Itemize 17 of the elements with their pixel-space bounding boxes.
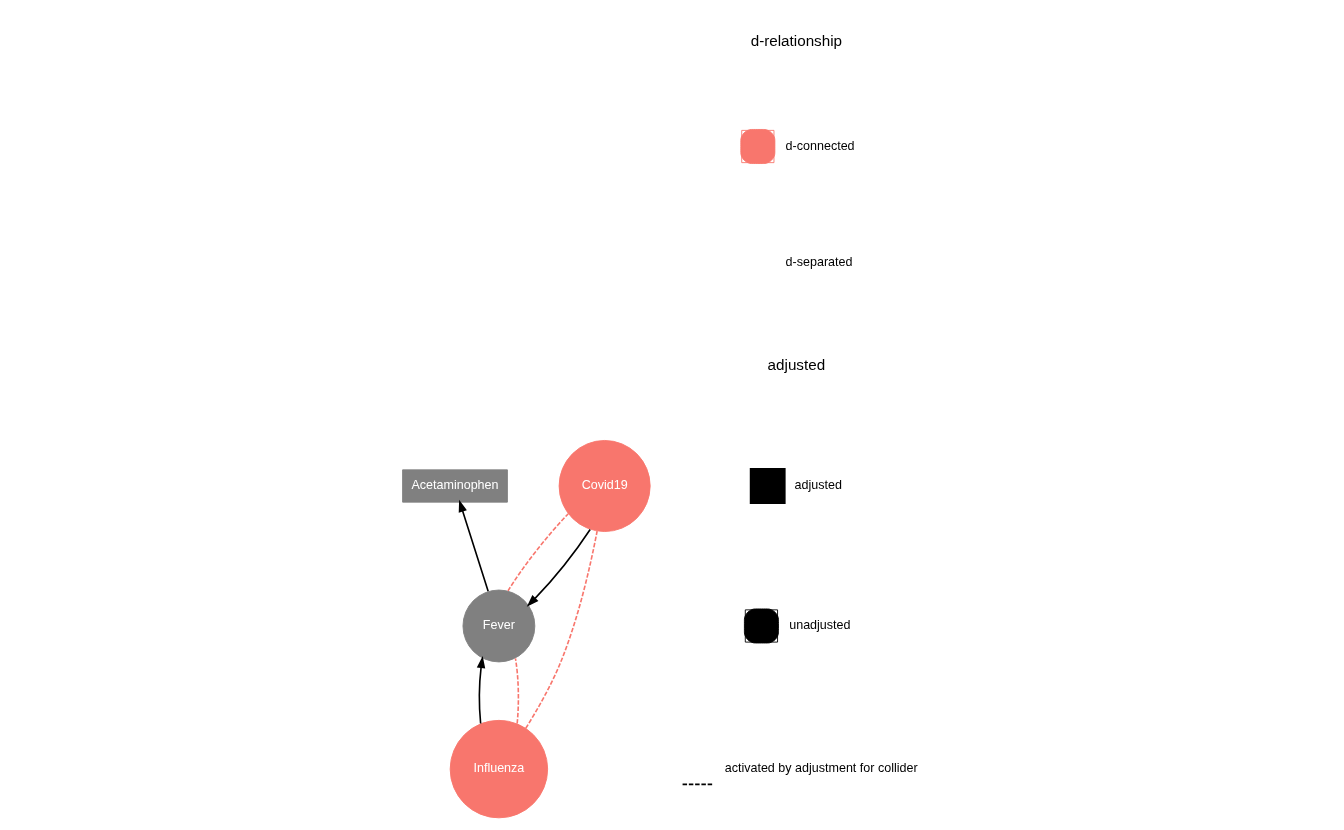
legend-label: d-connected: [785, 138, 855, 153]
arrow: [458, 499, 489, 593]
legend-label: d-separated: [785, 255, 853, 270]
legend-label: unadjusted: [788, 618, 851, 633]
arrow: [526, 528, 591, 607]
label: d-relationship: [750, 32, 842, 50]
legend-label: activated by adjustment for collider: [724, 761, 918, 776]
legend-label: adjusted: [794, 478, 842, 493]
label: adjusted: [767, 355, 825, 373]
node-circle: Covid19: [558, 440, 651, 532]
connector: [524, 530, 598, 730]
node-circle: Influenza: [449, 719, 548, 819]
connector: [514, 657, 519, 725]
node-circle: Fever: [462, 589, 535, 663]
node-box: Acetaminophen: [401, 469, 508, 503]
arrow: [476, 655, 485, 725]
connector: [506, 512, 569, 592]
